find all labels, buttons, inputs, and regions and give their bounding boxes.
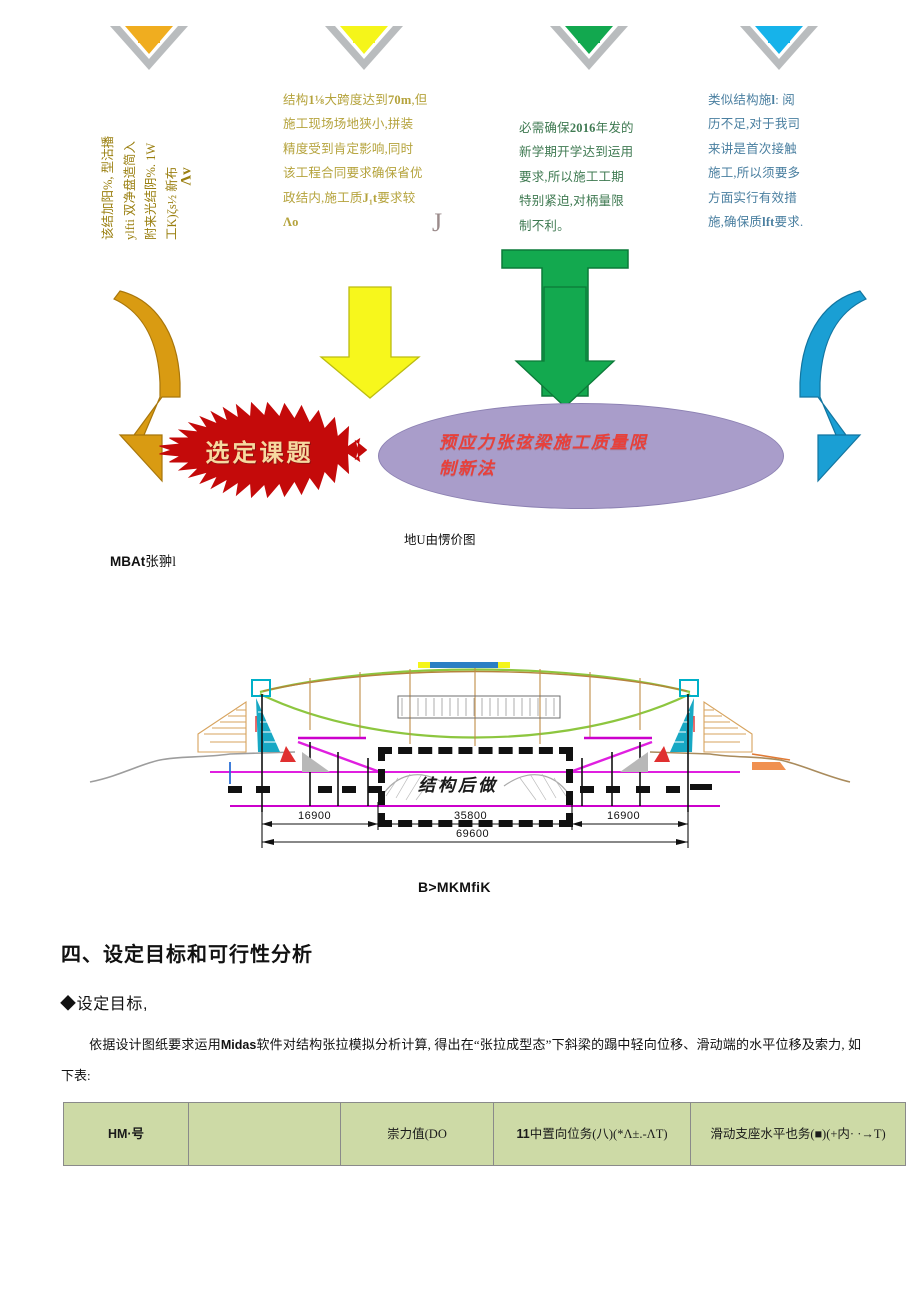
dashed-box-label: 结构后做	[418, 776, 498, 795]
text-line: 新学期开学达到运用	[519, 145, 634, 160]
text-line: 制不利。	[519, 218, 570, 233]
table-header-cell-5: 滑动支座水平也务(■)(+内· ·→T)	[690, 1102, 906, 1166]
chevron-down-icon-3	[550, 26, 628, 74]
text-line: 要求,所以施工工期	[519, 169, 624, 184]
paragraph-pre: 依据设计图纸要求运用	[89, 1037, 221, 1052]
text-line: 结构1⅛大跨度达到70m,但	[283, 93, 428, 107]
yellow-down-arrow	[319, 286, 421, 399]
chevron-down-icon-1	[110, 26, 188, 74]
text-block-4: 类似结构施l: 阅 历不足,对于我司 来讲是首次接触 施工,所以须要多 方面实行…	[708, 88, 858, 234]
chevron-stem	[768, 26, 790, 43]
text-line: Λo	[283, 214, 299, 229]
header-5-rest: 滑动支座水平也务(■)(+内· ·→T)	[710, 1127, 886, 1141]
starburst-label: 选定课题	[205, 440, 314, 467]
structure-section-drawing: 结构后做 16900 35800 16900 69600	[80, 634, 870, 849]
table-header-cell-4: 11中置向位务(八)(*Λ±.-ΛT)	[493, 1102, 691, 1166]
table-header-cell-3: 崇力值(DO	[340, 1102, 494, 1166]
left-caption-cjk: 张翀l	[145, 554, 177, 569]
text-block-1: ylfti 双净盘造简入 附来光结阴%. 1W 工K)ζs½ 新布 该结加阳%,…	[100, 90, 210, 240]
table-header-row: HM·号 崇力值(DO 11中置向位务(八)(*Λ±.-ΛT) 滑动支座水平也务…	[63, 1102, 906, 1166]
section-heading: 四、设定目标和可行性分析	[61, 944, 313, 966]
drawing-svg	[89, 662, 851, 848]
text-line: 该工程合同要求确保省优	[283, 166, 423, 181]
chevron-stem	[578, 26, 600, 43]
ellipse-label: 预应力张弦梁施工质量限 制新法	[439, 430, 689, 483]
solution-ellipse: 预应力张弦梁施工质量限 制新法	[378, 403, 784, 509]
left-curved-arrow	[113, 290, 181, 483]
block-2-tail-glyph: J	[432, 208, 443, 237]
chevron-stem	[353, 26, 375, 43]
green-down-arrow	[514, 286, 616, 408]
table-header-cell-2	[188, 1102, 341, 1166]
starburst-shape: 选定课题	[152, 400, 368, 500]
text-line: 类似结构施l: 阅	[708, 93, 795, 107]
header-3-rest: 崇力值(DO	[387, 1127, 447, 1141]
highlight-dashed-box	[378, 747, 573, 827]
starburst-svg	[159, 401, 368, 499]
body-paragraph: 依据设计图纸要求运用Midas软件对结构张拉模拟分析计算, 得出在“张拉成型态”…	[61, 1030, 861, 1091]
text-line: 方面实行有效措	[708, 190, 797, 205]
text-line: 特别紧迫,对柄量限	[519, 194, 624, 209]
text-line: 施工,所以须要多	[708, 166, 801, 181]
block-1-side-glyph: Λv	[178, 167, 195, 186]
results-table: HM·号 崇力值(DO 11中置向位务(八)(*Λ±.-ΛT) 滑动支座水平也务…	[63, 1102, 906, 1166]
right-curved-arrow	[799, 290, 867, 483]
text-line: 来讲是首次接触	[708, 141, 797, 156]
text-line: 政结内,施工质J₁t要求较	[283, 190, 416, 205]
dimension-label-center: 35800	[454, 810, 488, 822]
paragraph-bold: Midas	[220, 1038, 257, 1052]
text-line: 精度受到肯定影响,同时	[283, 141, 414, 156]
header-4-bold: 11	[516, 1127, 530, 1141]
text-line: 历不足,对于我司	[708, 117, 801, 132]
text-block-1-lines: 该结加阳%, 型沽播	[96, 10, 121, 240]
chevron-down-icon-4	[740, 26, 818, 74]
left-caption-bold: MBAt	[110, 554, 146, 569]
right-caption: 地U由愣价图	[404, 533, 476, 547]
dimension-label-left: 16900	[298, 810, 332, 822]
ellipse-label-line2: 制新法	[439, 459, 496, 479]
text-block-1-lines: 工K)ζs½ 新布	[160, 10, 185, 240]
text-line: 施,确保质lft要求.	[708, 214, 804, 229]
header-4-rest: 中置向位务(八)(*Λ±.-ΛT)	[529, 1127, 668, 1141]
text-block-2: 结构1⅛大跨度达到70m,但 施工现场场地狭小,拼装 精度受到肯定影响,同时 该…	[283, 88, 448, 234]
dimension-label-right: 16900	[607, 810, 641, 822]
text-block-3: 必需确保2016年发的 新学期开学达到运用 要求,所以施工工期 特别紧迫,对柄量…	[519, 116, 674, 238]
header-1-bold: HM	[107, 1127, 128, 1141]
text-line: 施工现场场地狭小,拼装	[283, 117, 414, 132]
chevron-stem	[138, 26, 160, 43]
header-1-rest: ·号	[127, 1127, 145, 1141]
chevron-down-icon-2	[325, 26, 403, 74]
ellipse-label-line1: 预应力张弦梁施工质量限	[439, 433, 648, 452]
paragraph-post: 软件对结构张拉模拟分析计算, 得出在“张拉成型态”下斜梁的蹋中轻向位移、滑动端的…	[61, 1037, 861, 1083]
text-line: 该结加阳%, 型沽播	[101, 135, 115, 240]
text-line: 工K)ζs½ 新布	[165, 166, 179, 240]
left-caption: MBAt张翀l	[110, 550, 176, 570]
subsection-heading: ◆设定目标,	[60, 996, 149, 1013]
figure-caption: B>MKMfiK	[418, 879, 491, 895]
table-header-cell-1: HM·号	[63, 1102, 189, 1166]
dimension-label-total: 69600	[456, 828, 490, 840]
text-line: 必需确保2016年发的	[519, 121, 634, 135]
